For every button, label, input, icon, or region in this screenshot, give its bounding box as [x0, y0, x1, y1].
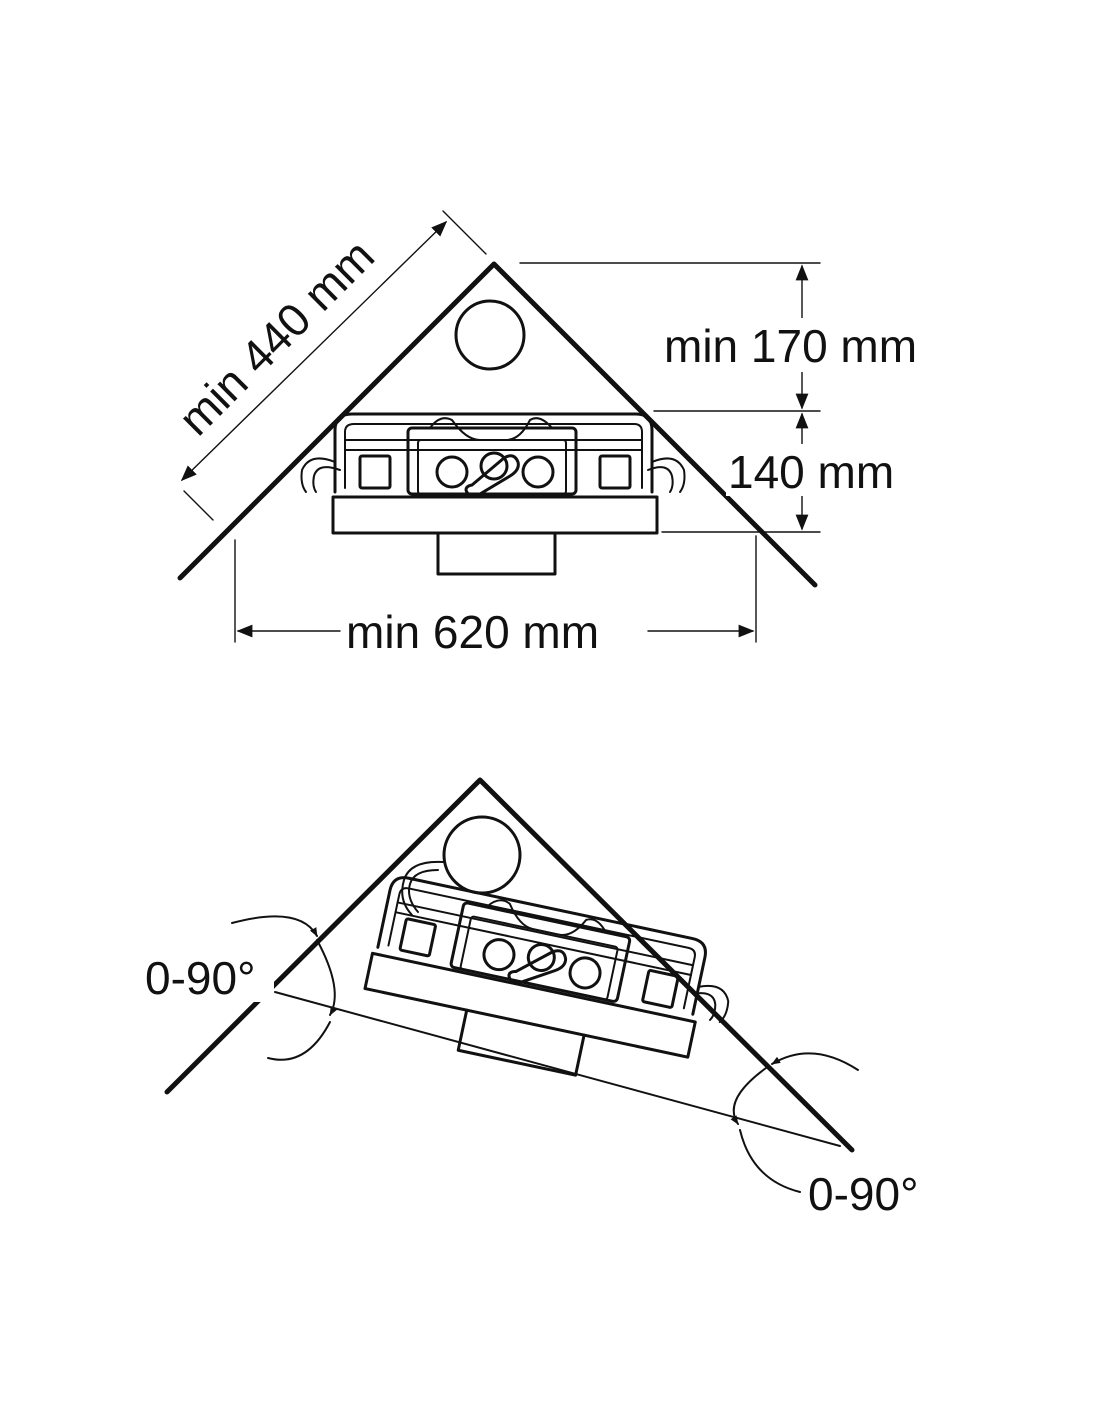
dim-vertical-group: min 170 mm 140 mm [519, 262, 956, 533]
dim-box-depth-label: 140 mm [728, 446, 894, 498]
angle-arc-left [231, 915, 338, 1061]
bottom-corner-diagram: 0-90° 0-90° [144, 777, 940, 1220]
cistern-unit-tilted [363, 876, 730, 1077]
drain-pipe-circle [454, 299, 526, 371]
dim-diagonal-line [180, 220, 448, 482]
top-corner-diagram: min 440 mm min 170 mm 140 mm min 620 mm [168, 210, 956, 658]
drain-pipe-circle-bottom [442, 815, 522, 895]
cistern-unit [300, 412, 686, 576]
hose-line [401, 860, 445, 916]
dim-width-group: min 620 mm [234, 535, 757, 658]
rotation-reference-line [274, 991, 841, 1147]
dim-width-label: min 620 mm [346, 606, 599, 658]
angle-arc-right [730, 1052, 859, 1193]
dim-top-depth-label: min 170 mm [664, 320, 917, 372]
angle-label-right: 0-90° [808, 1168, 918, 1220]
angle-label-left: 0-90° [145, 952, 255, 1004]
